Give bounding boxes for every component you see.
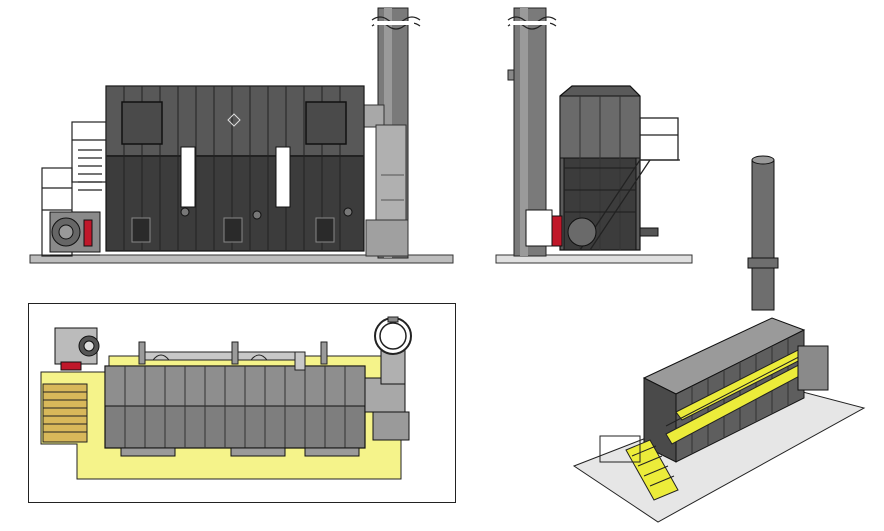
base-slab <box>495 254 693 264</box>
combustion-fan <box>49 211 101 256</box>
access-stairs <box>42 383 88 443</box>
oxidizer-housing <box>104 365 366 457</box>
outlet-duct <box>797 345 829 391</box>
plan-view-drawing <box>40 316 412 480</box>
plan-view <box>28 303 456 503</box>
combustion-fan <box>54 327 100 371</box>
manifold-pipe <box>138 341 328 371</box>
exhaust-stack <box>374 316 412 355</box>
exhaust-stack <box>747 155 779 311</box>
outlet-duct <box>361 104 409 257</box>
isometric-drawing <box>572 155 866 523</box>
platform-walkway <box>665 345 823 445</box>
base-slab <box>29 254 454 264</box>
access-stairs <box>599 435 679 501</box>
oxidizer-housing <box>105 85 365 252</box>
isometric-view <box>566 150 884 531</box>
front-elevation-drawing <box>29 7 454 264</box>
side-elevation-drawing <box>495 7 693 264</box>
side-elevation-view <box>490 0 700 270</box>
combustion-fan <box>525 209 659 247</box>
front-elevation-view <box>0 0 470 270</box>
